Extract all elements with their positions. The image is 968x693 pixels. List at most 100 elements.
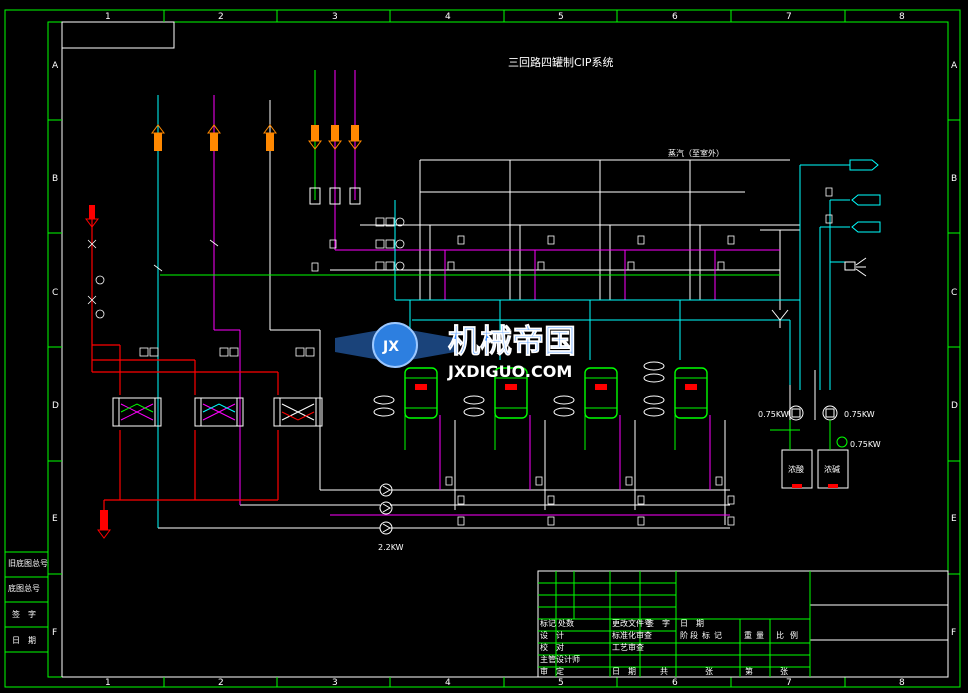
- tb-stage-2: 段: [690, 630, 698, 640]
- grid-col-3: 3: [332, 12, 338, 22]
- grid-col-5b: 5: [558, 678, 564, 688]
- watermark-badge: JX: [382, 339, 399, 355]
- inlet-1-arrow: [151, 124, 165, 151]
- grid-row-d: D: [52, 401, 59, 411]
- cip-tank-3: [584, 367, 618, 419]
- tb-count: 处数: [558, 618, 574, 628]
- dosing-motor-power: 0.75KW: [850, 440, 881, 449]
- tb-signature: 签 字: [646, 618, 670, 628]
- main-pumps: [379, 483, 393, 535]
- level-sensors: [373, 361, 665, 417]
- spray-head-icon: [844, 257, 867, 277]
- grid-row-a: A: [52, 61, 59, 71]
- magenta-piping: [213, 70, 780, 516]
- inlet-2-arrow: [207, 124, 221, 151]
- grid-col-7b: 7: [786, 678, 792, 688]
- heat-exchanger-2: [194, 397, 244, 427]
- tb-weight-1: 重: [744, 630, 752, 640]
- grid-row-f: F: [52, 628, 57, 638]
- tb-scale-1: 比: [776, 630, 784, 640]
- tb-chief: 主管设计师: [540, 654, 580, 664]
- drawing-frame: [4, 9, 961, 688]
- tb-stage-3: 标: [702, 630, 710, 640]
- alkali-tank-label: 浓碱: [824, 465, 840, 474]
- stamp-signature: 签 字: [12, 609, 36, 619]
- grid-col-1b: 1: [105, 678, 111, 688]
- left-stamp-box: 旧底图总号 底图总号 签 字 日 期: [4, 551, 49, 653]
- title-block: 标记 处数 更改文件号 签 字 日 期 设 计 标准化审查 阶 段 标 记 重 …: [537, 570, 949, 678]
- grid-row-e: E: [52, 514, 58, 524]
- grid-row-e-r: E: [951, 514, 957, 524]
- tb-stage-1: 阶: [680, 630, 688, 640]
- heat-exchanger-3: [273, 397, 323, 427]
- grid-row-c-r: C: [951, 288, 957, 298]
- tb-std-review: 标准化审查: [612, 630, 652, 640]
- tb-sheets: 张: [705, 667, 713, 676]
- right-outlets: [849, 159, 881, 233]
- stamp-old-drawing-no: 旧底图总号: [8, 558, 48, 568]
- grid-row-d-r: D: [951, 401, 958, 411]
- tb-scale-2: 例: [790, 630, 798, 640]
- cip-tanks: [404, 367, 708, 419]
- heat-exchangers: [112, 397, 323, 427]
- tb-sheet-no: 第: [745, 666, 753, 676]
- tb-date-e: 日 期: [612, 667, 636, 676]
- grid-row-f-r: F: [951, 628, 956, 638]
- green-piping: [160, 70, 780, 450]
- dosing-pump-1-icon: [788, 405, 804, 421]
- cyan-piping: [157, 95, 850, 528]
- tb-sheet: 张: [780, 667, 788, 676]
- valve-markers: [87, 187, 833, 526]
- grid-col-6: 6: [672, 12, 678, 22]
- tb-total: 共: [660, 667, 668, 676]
- dosing-motor-icon: [836, 436, 848, 448]
- red-outlet-arrow: [97, 510, 111, 539]
- stamp-drawing-no: 底图总号: [8, 583, 40, 593]
- main-pumps-power: 2.2KW: [378, 543, 404, 552]
- grid-row-c: C: [52, 288, 58, 298]
- tb-process-review: 工艺审查: [612, 642, 644, 652]
- dosing-pump-2-power: 0.75KW: [844, 410, 875, 419]
- drain-funnel-icon: [771, 309, 789, 328]
- grid-col-4: 4: [445, 12, 451, 22]
- filter-group: [309, 187, 361, 205]
- inlet-3-arrow: [263, 124, 277, 151]
- steam-label: 蒸汽（至室外）: [668, 148, 724, 158]
- dosing-pump-1-power: 0.75KW: [758, 410, 789, 419]
- grid-col-2: 2: [218, 12, 224, 22]
- white-piping: [158, 100, 816, 529]
- tb-change-doc: 更改文件号: [612, 618, 652, 628]
- grid-col-7: 7: [786, 12, 792, 22]
- tb-design: 设 计: [540, 630, 564, 640]
- grid-col-3b: 3: [332, 678, 338, 688]
- grid-row-a-r: A: [951, 61, 958, 71]
- grid-labels: 1 2 3 4 5 6 7 8 1 2 3 4 5 6 7 8 A B C D …: [52, 12, 958, 688]
- inlet-6-arrow: [348, 125, 362, 150]
- feed-inlets: [85, 124, 362, 539]
- grid-col-2b: 2: [218, 678, 224, 688]
- dosing-pump-2-icon: [822, 405, 838, 421]
- tb-approve: 审 定: [540, 666, 564, 676]
- stamp-date: 日 期: [12, 636, 36, 645]
- pump-1-icon: [379, 483, 393, 497]
- tb-date-a: 日 期: [680, 619, 704, 628]
- inlet-4-arrow: [308, 125, 322, 150]
- grid-row-b: B: [52, 174, 58, 184]
- pump-3-icon: [379, 521, 393, 535]
- cip-tank-4: [674, 367, 708, 419]
- red-inlet-arrow: [85, 205, 99, 228]
- watermark: JX 机械帝国 JXDIGUO.COM: [335, 322, 576, 381]
- grid-row-b-r: B: [951, 174, 957, 184]
- heat-exchanger-1: [112, 397, 162, 427]
- watermark-en: JXDIGUO.COM: [447, 362, 572, 381]
- grid-col-4b: 4: [445, 678, 451, 688]
- red-piping: [91, 210, 279, 530]
- cip-tank-1: [404, 367, 438, 419]
- tb-mark: 标记: [540, 618, 556, 628]
- grid-col-6b: 6: [672, 678, 678, 688]
- dosing-section: 浓酸 浓碱 0.75KW 0.75KW 0.75KW: [758, 405, 881, 489]
- cip-tank-2: [494, 367, 528, 419]
- watermark-cn: 机械帝国: [448, 322, 576, 360]
- pump-2-icon: [379, 501, 393, 515]
